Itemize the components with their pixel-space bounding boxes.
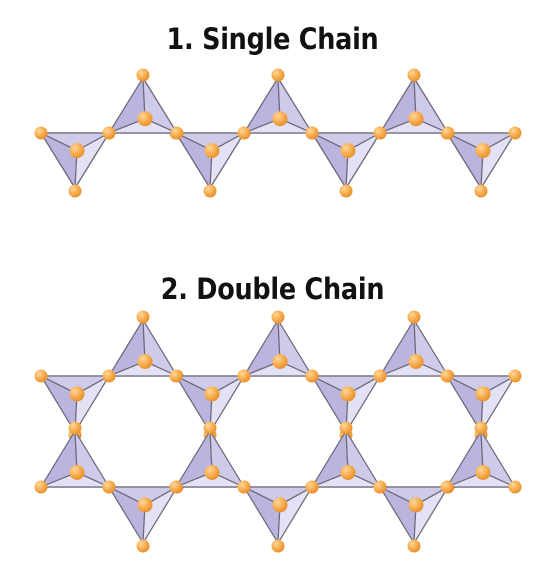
oxygen-atom (339, 184, 353, 198)
oxygen-atom (170, 126, 184, 140)
oxygen-atom (69, 143, 85, 159)
tetrahedron-right-face (277, 486, 313, 544)
oxygen-atom (34, 480, 48, 494)
tetrahedron-right-face (480, 375, 516, 433)
oxygen-atom (169, 480, 183, 494)
oxygen-atom (237, 126, 251, 140)
oxygen-atom (137, 497, 153, 513)
tetrahedron-bottom-face (40, 471, 110, 488)
oxygen-atom (68, 421, 82, 435)
tetrahedron-right-face (209, 375, 245, 433)
oxygen-atom (408, 497, 424, 513)
tetrahedron-right-face (345, 132, 381, 189)
oxygen-atom (305, 369, 319, 383)
oxygen-atom (203, 421, 217, 435)
tetrahedron-bottom-face (446, 471, 516, 488)
tetrahedron-bottom-face (108, 360, 178, 377)
oxygen-atom (102, 480, 116, 494)
oxygen-atom (474, 421, 488, 435)
oxygen-atom (272, 111, 288, 127)
oxygen-atom (68, 184, 82, 198)
oxygen-atom (69, 464, 85, 480)
double-chain (34, 310, 522, 553)
oxygen-atom (340, 464, 356, 480)
tetrahedron-bottom-face (243, 360, 313, 377)
oxygen-atom (102, 369, 116, 383)
oxygen-atom (340, 386, 356, 402)
oxygen-atom (272, 353, 288, 369)
oxygen-atom (408, 111, 424, 127)
tetrahedron-right-face (413, 486, 449, 544)
single-chain (34, 68, 522, 198)
oxygen-atom (136, 310, 150, 324)
oxygen-atom (237, 369, 251, 383)
tetrahedron-right-face (142, 486, 178, 544)
oxygen-atom (340, 143, 356, 159)
double-chain-title: 2. Double Chain (160, 272, 385, 306)
oxygen-atom (474, 184, 488, 198)
oxygen-atom (137, 353, 153, 369)
oxygen-atom (102, 126, 116, 140)
oxygen-atom (204, 143, 220, 159)
oxygen-atom (34, 126, 48, 140)
oxygen-atom (136, 539, 150, 553)
tetrahedron-right-face (74, 132, 110, 189)
oxygen-atom (203, 184, 217, 198)
oxygen-atom (69, 386, 85, 402)
oxygen-atom (475, 464, 491, 480)
oxygen-atom (169, 369, 183, 383)
oxygen-atom (407, 539, 421, 553)
oxygen-atom (508, 126, 522, 140)
tetrahedron-bottom-face (379, 360, 449, 377)
oxygen-atom (373, 369, 387, 383)
tetrahedron-right-face (209, 132, 245, 189)
oxygen-atom (271, 310, 285, 324)
oxygen-atom (441, 126, 455, 140)
oxygen-atom (475, 386, 491, 402)
oxygen-atom (137, 111, 153, 127)
oxygen-atom (440, 480, 454, 494)
oxygen-atom (373, 480, 387, 494)
oxygen-atom (136, 68, 150, 82)
single-chain-title: 1. Single Chain (166, 22, 379, 56)
oxygen-atom (305, 480, 319, 494)
oxygen-atom (407, 310, 421, 324)
tetrahedron-right-face (345, 375, 381, 433)
oxygen-atom (237, 480, 251, 494)
oxygen-atom (204, 464, 220, 480)
tetrahedron-right-face (480, 132, 516, 189)
oxygen-atom (339, 421, 353, 435)
oxygen-atom (271, 539, 285, 553)
oxygen-atom (408, 353, 424, 369)
tetrahedron-bottom-face (175, 471, 245, 488)
oxygen-atom (373, 126, 387, 140)
oxygen-atom (271, 68, 285, 82)
oxygen-atom (508, 369, 522, 383)
oxygen-atom (34, 369, 48, 383)
oxygen-atom (305, 126, 319, 140)
oxygen-atom (407, 68, 421, 82)
oxygen-atom (204, 386, 220, 402)
oxygen-atom (272, 497, 288, 513)
tetrahedron-right-face (74, 375, 110, 433)
tetrahedron-bottom-face (311, 471, 381, 488)
oxygen-atom (508, 480, 522, 494)
oxygen-atom (440, 369, 454, 383)
oxygen-atom (475, 143, 491, 159)
